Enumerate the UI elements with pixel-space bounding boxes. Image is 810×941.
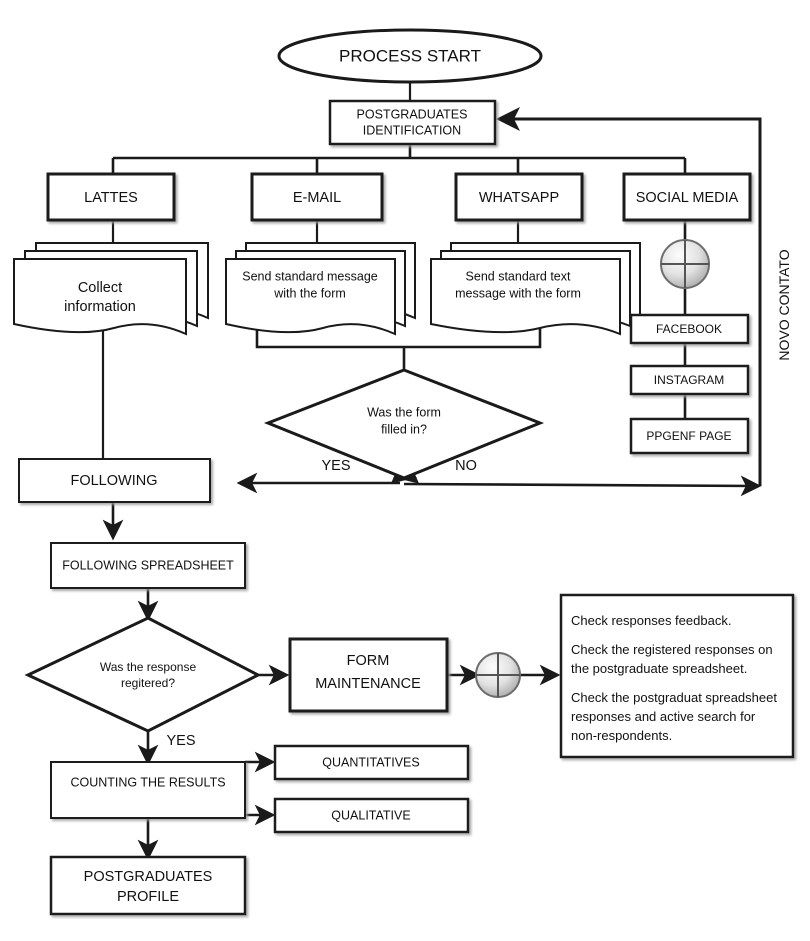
side-label-text: NOVO CONTATO: [776, 249, 792, 360]
node-lattes-label: LATTES: [84, 190, 138, 206]
node-qualitative[interactable]: QUALITATIVE: [273, 797, 470, 834]
note-line-3c: non-respondents.: [571, 728, 672, 743]
node-whatsapp-document-line1: Send standard text: [466, 269, 571, 283]
node-collect-information-line2: information: [64, 299, 136, 315]
note-line-3b: responses and active search for: [571, 709, 756, 724]
node-email-document-line2: with the form: [273, 286, 346, 300]
node-decision-form-line1: Was the form: [367, 405, 441, 419]
node-qualitative-label: QUALITATIVE: [331, 808, 410, 822]
note-line-1: Check responses feedback.: [571, 613, 731, 628]
node-email-label: E-MAIL: [293, 190, 341, 206]
node-following-spreadsheet[interactable]: FOLLOWING SPREADSHEET: [50, 542, 246, 589]
node-postgraduates-identification[interactable]: POSTGRADUATES IDENTIFICATION: [328, 99, 497, 146]
node-form-maintenance[interactable]: FORM MAINTENANCE: [288, 637, 449, 713]
node-decision-form-line2: filled in?: [381, 422, 427, 436]
node-ppgenf-page[interactable]: PPGENF PAGE: [629, 417, 750, 455]
node-decision-response-registered[interactable]: Was the response regitered? YES: [24, 616, 262, 749]
node-email-document-line1: Send standard message: [242, 269, 378, 283]
junction-form-maintenance-icon: [475, 652, 521, 698]
node-decision-form-filled[interactable]: Was the form filled in? YES NO: [263, 368, 545, 480]
branch-label-form-no: NO: [455, 458, 477, 474]
node-lattes[interactable]: LATTES: [46, 172, 176, 222]
note-line-2b: the postgraduate spreadsheet.: [571, 661, 747, 676]
node-decision-response-line1: Was the response: [100, 660, 197, 674]
node-identification-label-line1: POSTGRADUATES: [357, 107, 468, 121]
node-form-maintenance-line2: MAINTENANCE: [315, 676, 421, 692]
edge-bus-right-to-return: [403, 475, 762, 497]
note-box: Check responses feedback. Check the regi…: [559, 593, 795, 759]
node-identification-label-line2: IDENTIFICATION: [363, 123, 461, 137]
node-whatsapp-document-stack[interactable]: Send standard text message with the form: [430, 242, 641, 336]
node-following-label: FOLLOWING: [70, 473, 157, 489]
node-social-media-label: SOCIAL MEDIA: [636, 190, 739, 206]
node-quantitatives-label: QUANTITATIVES: [322, 755, 419, 769]
node-quantitatives[interactable]: QUANTITATIVES: [273, 744, 470, 781]
node-instagram[interactable]: INSTAGRAM: [629, 364, 750, 396]
node-profile-line1: POSTGRADUATES: [84, 869, 213, 885]
side-label-novo-contato: NOVO CONTATO: [776, 249, 792, 360]
node-decision-response-line2: regitered?: [121, 676, 175, 690]
node-whatsapp-label: WHATSAPP: [479, 190, 559, 206]
node-counting-label: COUNTING THE RESULTS: [70, 775, 225, 789]
note-line-3a: Check the postgraduat spreadsheet: [571, 690, 777, 705]
node-whatsapp[interactable]: WHATSAPP: [454, 172, 584, 222]
node-counting-the-results[interactable]: COUNTING THE RESULTS: [50, 761, 246, 819]
node-collect-information-line1: Collect: [78, 280, 122, 296]
node-postgraduates-profile[interactable]: POSTGRADUATES PROFILE: [49, 855, 247, 916]
node-instagram-label: INSTAGRAM: [654, 373, 724, 387]
node-facebook[interactable]: FACEBOOK: [629, 313, 750, 345]
node-profile-line2: PROFILE: [117, 889, 179, 905]
node-collect-information-stack[interactable]: Collect information: [13, 242, 209, 336]
node-process-start[interactable]: PROCESS START: [277, 28, 543, 84]
node-following-spreadsheet-label: FOLLOWING SPREADSHEET: [62, 558, 234, 572]
edge-novo-contato-return: [496, 107, 762, 486]
branch-label-form-yes: YES: [321, 458, 350, 474]
node-following[interactable]: FOLLOWING: [18, 458, 211, 503]
node-whatsapp-document-line2: message with the form: [455, 286, 581, 300]
node-email[interactable]: E-MAIL: [250, 172, 384, 222]
branch-label-response-yes: YES: [166, 733, 195, 749]
junction-social-media-icon: [660, 239, 710, 289]
node-social-media[interactable]: SOCIAL MEDIA: [622, 172, 752, 222]
node-ppgenf-page-label: PPGENF PAGE: [646, 429, 731, 443]
node-form-maintenance-line1: FORM: [347, 653, 390, 669]
note-line-2a: Check the registered responses on: [571, 642, 773, 657]
node-process-start-label: PROCESS START: [339, 46, 481, 65]
node-facebook-label: FACEBOOK: [656, 322, 722, 336]
node-email-document-stack[interactable]: Send standard message with the form: [225, 242, 416, 336]
